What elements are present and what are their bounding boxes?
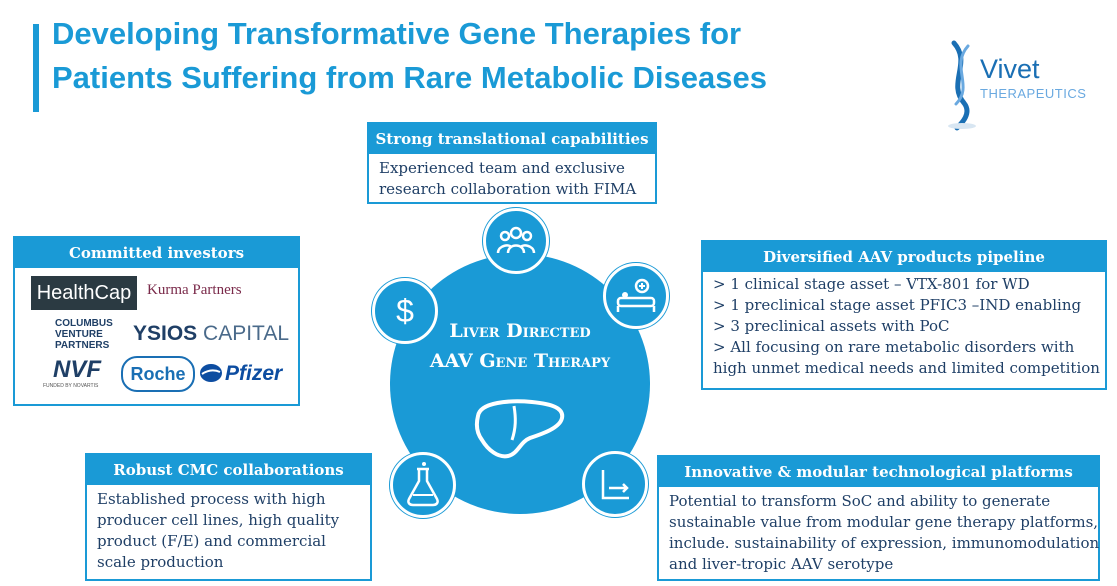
partners-word: PARTNERS (55, 340, 110, 351)
pfizer-icon (200, 364, 222, 382)
platforms-line: Potential to transform SoC and ability t… (669, 492, 1051, 510)
roche-logo: Roche (121, 356, 195, 392)
vivet-logo: Vivet THERAPEUTICS (942, 38, 1102, 133)
pipeline-line: > 1 preclinical stage asset PFIC3 –IND e… (713, 296, 1082, 314)
nvf-logo: NVF FUNDED BY NOVARTIS (33, 356, 123, 392)
logo-name: Vivet (980, 54, 1040, 84)
pipeline-body: > 1 clinical stage asset – VTX-801 for W… (703, 272, 1105, 383)
platforms-body: Potential to transform SoC and ability t… (659, 487, 1100, 579)
ysios-word: YSIOS (133, 322, 198, 345)
nvf-word: NVF (53, 356, 101, 383)
dna-logo-icon (948, 40, 976, 131)
investor-logos: HealthCap Kurma Partners COLUMBUS VENTUR… (15, 268, 298, 404)
page-title: Developing Transformative Gene Therapies… (52, 12, 912, 100)
center-line-1: Liver Directed (449, 320, 591, 342)
flask-icon (390, 452, 456, 518)
cmc-body: Established process with high producer c… (87, 485, 370, 577)
venture-word: VENTURE (55, 329, 103, 340)
pipeline-line: > All focusing on rare metabolic disorde… (713, 338, 1075, 356)
pipeline-line: > 3 preclinical assets with PoC (713, 317, 950, 335)
patient-bed-icon (603, 263, 669, 329)
platforms-line: and liver-tropic AAV serotype (669, 555, 894, 573)
translational-box: Strong translational capabilities Experi… (367, 122, 657, 204)
title-accent-bar (33, 24, 39, 112)
cmc-line: scale production (97, 553, 224, 571)
investors-title: Committed investors (15, 238, 298, 268)
investors-box: Committed investors HealthCap Kurma Part… (13, 236, 300, 406)
cmc-box: Robust CMC collaborations Established pr… (85, 453, 372, 581)
center-line-2: AAV Gene Therapy (429, 350, 611, 372)
pfizer-word: Pfizer (225, 362, 283, 385)
translational-title: Strong translational capabilities (369, 124, 655, 154)
columbus-logo: COLUMBUS VENTURE PARTNERS (39, 318, 129, 351)
kurma-logo: Kurma Partners (147, 282, 242, 298)
title-line-2: Patients Suffering from Rare Metabolic D… (52, 60, 767, 95)
pipeline-box: Diversified AAV products pipeline > 1 cl… (701, 240, 1107, 390)
columbus-word: COLUMBUS (55, 318, 113, 329)
translational-body: Experienced team and exclusive research … (369, 154, 655, 204)
chart-axis-icon (582, 451, 648, 517)
cmc-line: Established process with high (97, 490, 326, 508)
platforms-line: sustainable value from modular gene ther… (669, 513, 1099, 531)
nvf-tagline: FUNDED BY NOVARTIS (43, 383, 99, 389)
capital-word: CAPITAL (203, 322, 290, 345)
platforms-line: include. sustainability of expression, i… (669, 534, 1100, 552)
healthcap-logo: HealthCap (31, 276, 137, 310)
pipeline-line: high unmet medical needs and limited com… (713, 359, 1100, 377)
logo-subtitle: THERAPEUTICS (980, 86, 1087, 101)
translational-line: Experienced team and exclusive (379, 159, 625, 177)
platforms-box: Innovative & modular technological platf… (657, 455, 1100, 581)
title-line-1: Developing Transformative Gene Therapies… (52, 16, 742, 51)
svg-text:$: $ (396, 293, 414, 329)
ysios-logo: YSIOS CAPITAL (133, 322, 289, 346)
platforms-title: Innovative & modular technological platf… (659, 457, 1098, 487)
translational-line: research collaboration with FIMA (379, 180, 637, 198)
liver-icon (474, 399, 565, 459)
dollar-icon: $ (372, 278, 438, 344)
cmc-line: producer cell lines, high quality (97, 511, 340, 529)
cmc-line: product (F/E) and commercial (97, 532, 326, 550)
team-icon (483, 208, 549, 274)
cmc-title: Robust CMC collaborations (87, 455, 370, 485)
pipeline-line: > 1 clinical stage asset – VTX-801 for W… (713, 275, 1030, 293)
pipeline-title: Diversified AAV products pipeline (703, 242, 1105, 272)
